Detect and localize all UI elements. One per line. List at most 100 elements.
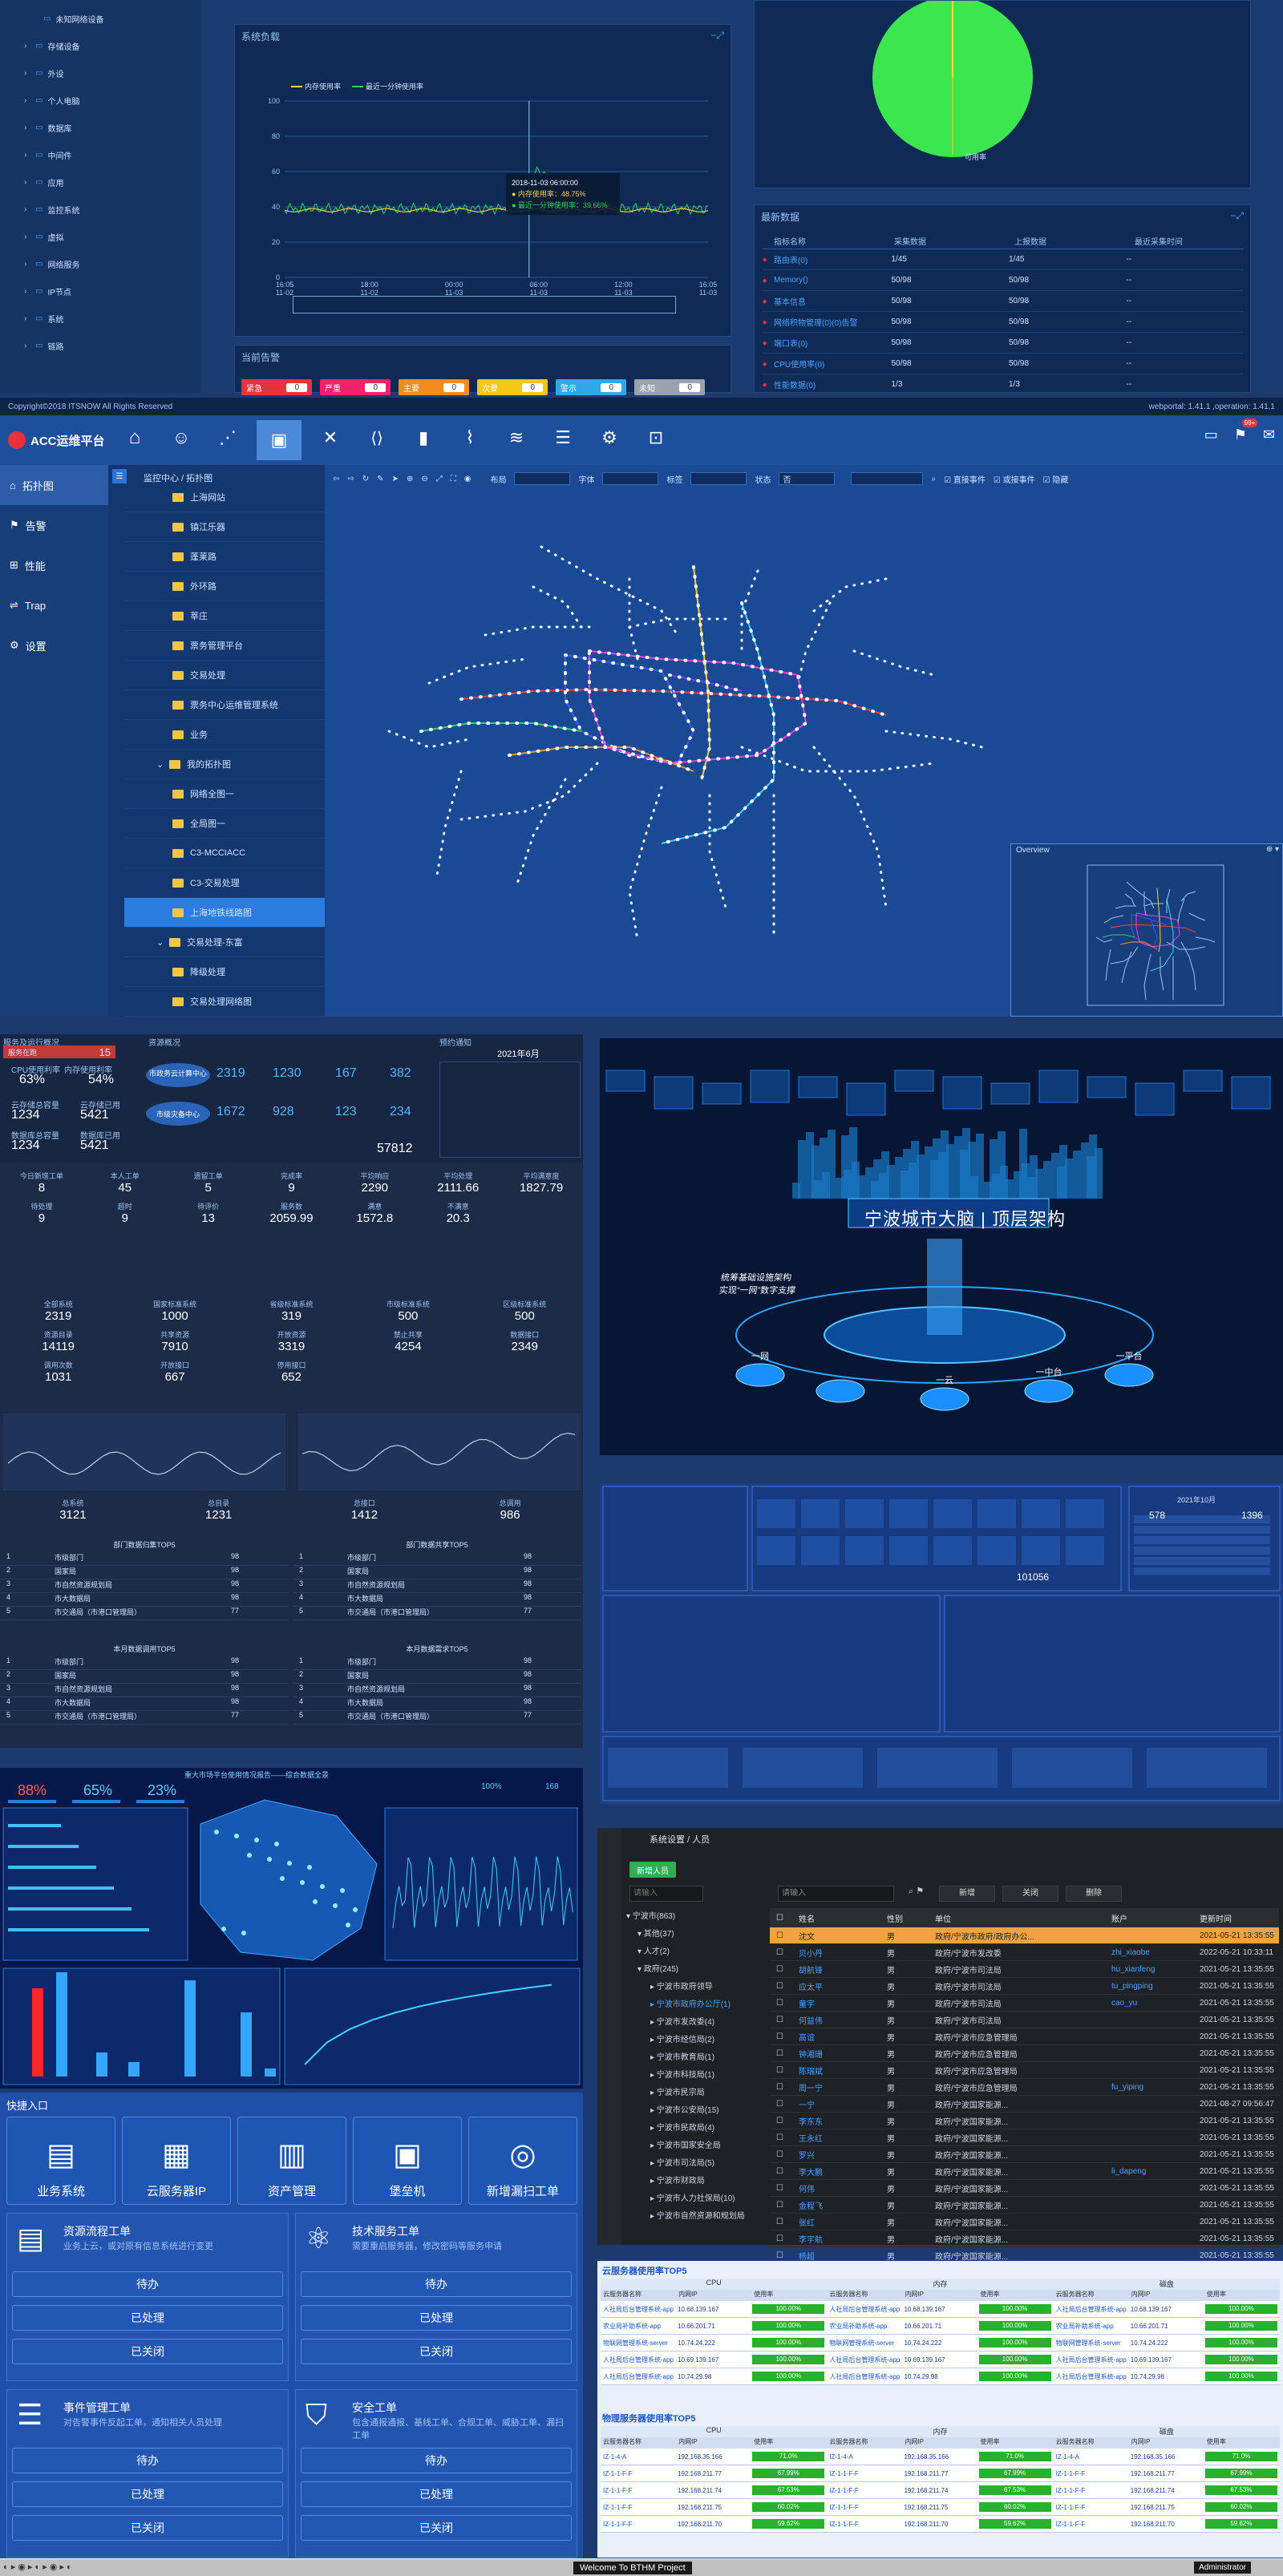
topo-tree-item[interactable]: ⌄交易处理-东富 [124,928,325,957]
card-state-button[interactable]: 已关闭 [301,2515,572,2541]
screen-icon[interactable]: ⊡ [648,427,664,447]
topo-tree-item[interactable]: 蓬莱路 [124,542,325,572]
edit-icon[interactable]: ✎ [377,474,384,483]
card-state-button[interactable]: 已处理 [301,2481,572,2507]
tree-item[interactable]: ›▭数据库 [24,114,196,141]
side-nav-item[interactable]: ⊞性能 [0,545,108,585]
forward-icon[interactable]: ⇨ [347,474,354,483]
card-state-button[interactable]: 已关闭 [301,2339,572,2364]
status-select[interactable]: 否 [779,472,836,485]
tree-item[interactable]: ›▭系统 [24,305,196,332]
tree-item[interactable]: ›▭个人电脑 [24,87,196,114]
org-tree-item[interactable]: ▸ 宁波市科技局(1) [650,2071,715,2080]
org-tree-item[interactable]: ▸ 宁波市财政局 [650,2177,705,2186]
topo-tree-item[interactable]: 交易处理网络图 [124,987,325,1017]
tree-item[interactable]: ›▭网络服务 [24,250,196,277]
side-nav-item[interactable]: ⌂拓扑图 [0,465,108,505]
checkbox-hide[interactable]: ☑ 隐藏 [1042,475,1069,485]
topo-tree-item[interactable]: 全局图一 [124,809,325,839]
um-table-row[interactable]: ☐罗兴男政府/宁波国家能源...2021-05-21 13:35:55 [770,2146,1279,2163]
topo-tree-item[interactable]: 票务管理平台 [124,631,325,661]
card-state-button[interactable]: 已关闭 [12,2515,283,2541]
um-close-button[interactable]: 关闭 [1002,1886,1058,1902]
card-state-button[interactable]: 待办 [301,2448,572,2473]
org-tree-item[interactable]: ▾ 人才(2) [637,1947,670,1956]
fit-icon[interactable]: ⤢ [435,474,443,483]
org-tree-item[interactable]: ▸ 宁波市经信局(2) [650,2036,715,2044]
side-nav-item[interactable]: ⇌Trap [0,585,108,625]
um-filter-icon[interactable]: ⌕ ⚑ [909,1887,925,1896]
camera-icon[interactable]: ◉ [463,474,472,483]
gear-icon[interactable]: ⚙ [601,427,617,447]
code-icon[interactable]: ⟨⟩ [370,429,383,447]
card-state-button[interactable]: 已处理 [12,2481,283,2507]
layout-select[interactable] [514,472,571,485]
quick-button[interactable]: ▦云服务器IP [122,2117,231,2205]
topo-tree-item[interactable]: 莘庄 [124,601,325,631]
tree-item[interactable]: ›▭存储设备 [24,32,196,59]
book-icon[interactable]: ▮ [418,427,429,447]
topo-tree-item[interactable]: ⌄我的拓扑图 [124,750,325,779]
tools-icon[interactable]: ✕ [322,427,338,447]
um-table-row[interactable]: ☐李东东男政府/宁波国家能源...2021-05-21 13:35:55 [770,2113,1279,2129]
topo-tree-item[interactable]: C3-MCCIACC [124,839,325,868]
panel-tools-icon[interactable]: −⤢ [710,30,724,41]
org-tree-item[interactable]: ▸ 宁波市发改委(4) [650,2018,715,2027]
um-add-button[interactable]: 新增人员 [629,1862,676,1878]
card-state-button[interactable]: 已处理 [301,2305,572,2331]
database-icon[interactable]: ≋ [508,427,524,447]
org-tree-item[interactable]: ▸ 宁波市政府领导 [650,1983,713,1992]
menu-toggle-icon[interactable]: ☰ [112,469,127,483]
back-icon[interactable]: ⇦ [333,474,340,483]
org-tree-item[interactable]: ▸ 宁波市国家安全局 [650,2141,721,2150]
metro-topology-map[interactable] [325,491,1283,1016]
user-icon[interactable]: ☺ [172,427,191,447]
search-box[interactable] [851,472,924,485]
org-tree-item[interactable]: ▸ 宁波市公安局(15) [650,2106,719,2115]
org-tree-item[interactable]: ▾ 政府(245) [637,1965,679,1974]
topo-tree-item[interactable]: 交易处理 [124,661,325,690]
search-icon[interactable]: ⌕ [931,474,937,483]
tree-item[interactable]: ▭未知网络设备 [24,5,196,32]
um-table-row[interactable]: ☐金程飞男政府/宁波国家能源...2021-05-21 13:35:55 [770,2197,1279,2214]
zoom-out-icon[interactable]: ⊖ [421,474,428,483]
org-tree-item[interactable]: ▾ 其他(37) [637,1930,674,1939]
org-tree-item[interactable]: ▸ 宁波市民宗局 [650,2089,705,2097]
overview-tools-icon[interactable]: ⊕ ▾ [1265,845,1279,854]
um-table-row[interactable]: ☐一宁男政府/宁波国家能源...2021-08-27 09:56:47 [770,2096,1279,2113]
topo-tree-item[interactable]: 业务 [124,720,325,750]
quick-button[interactable]: ▤业务系统 [6,2117,115,2205]
topo-tree-item[interactable]: 票务中心运维管理系统 [124,690,325,720]
org-tree-item[interactable]: ▸ 宁波市司法局(5) [650,2159,715,2168]
taskbar-left-icons[interactable]: ◐ ▸ ◉ ▸ ◐ ▸ ◉ ▸ ◐ [3,2562,72,2572]
card-state-button[interactable]: 待办 [12,2448,283,2473]
um-table-row[interactable]: ☐王永红男政府/宁波国家能源...2021-05-21 13:35:55 [770,2129,1279,2146]
quick-button[interactable]: ◎新增漏扫工单 [468,2117,577,2205]
topo-tree-item[interactable]: 降级处理 [124,957,325,987]
topo-tree-item[interactable]: 外环路 [124,572,325,601]
org-tree-item[interactable]: ▸ 宁波市自然资源和规划局 [650,2212,745,2221]
display-icon[interactable]: ▭ [1204,427,1218,443]
